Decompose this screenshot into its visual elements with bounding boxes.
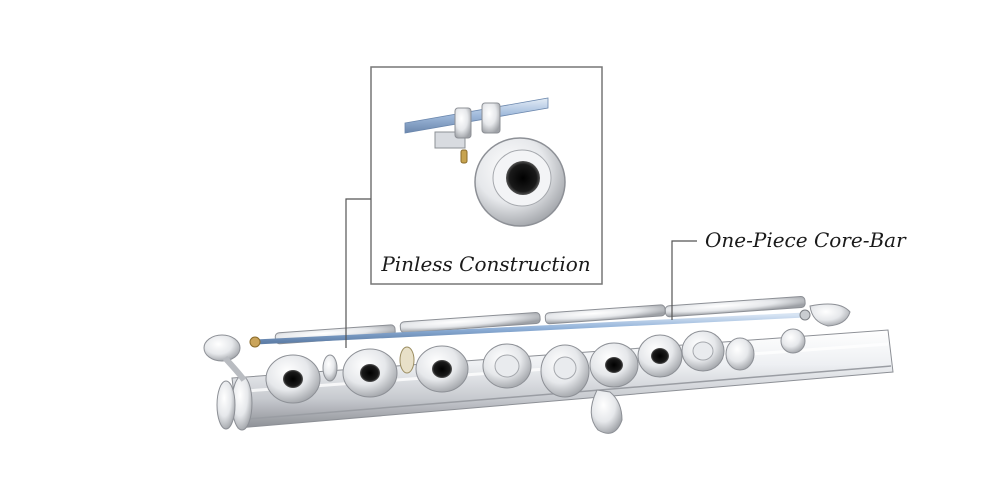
core-bar-leader-line [671, 240, 697, 320]
key-cup [342, 348, 398, 398]
key-cup [540, 344, 590, 398]
key-cups [265, 328, 806, 434]
key-cup [637, 334, 683, 378]
pinless-construction-label: Pinless Construction [380, 252, 590, 276]
key-cup [780, 328, 806, 354]
leader-lines [345, 198, 697, 348]
key-cup [725, 337, 755, 371]
key-cup [265, 354, 321, 404]
key-cup [415, 345, 469, 393]
pinless-inset: Pinless Construction [370, 66, 603, 285]
pinless-leader-line [345, 198, 371, 348]
key-cup [681, 330, 725, 372]
core-bar-label: One-Piece Core-Bar [705, 228, 907, 252]
key-cup [482, 343, 532, 389]
core-bar [249, 309, 811, 348]
key-cup [589, 342, 639, 388]
key-mechanism [274, 296, 806, 345]
left-lever-key [203, 334, 247, 382]
right-end-mechanism [809, 303, 851, 327]
